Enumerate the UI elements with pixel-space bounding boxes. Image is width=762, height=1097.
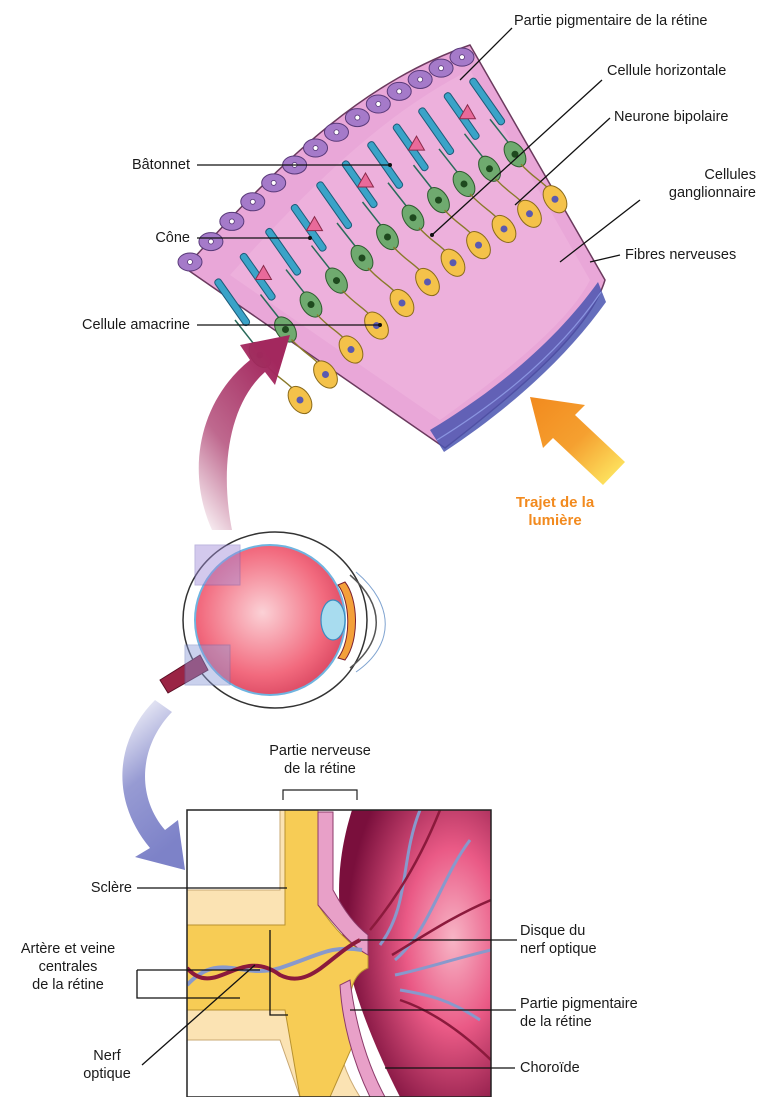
label-light-path: Trajet de la lumière [480,494,630,530]
pigment-cell [387,82,411,100]
pigment-cell [178,253,202,271]
label-cone: Cône [80,229,190,247]
pigment-cell [199,233,223,251]
label-optic-disc: Disque du nerf optique [520,922,597,958]
label-horizontal-cell: Cellule horizontale [607,62,726,80]
nucleus [552,196,559,203]
nucleus [322,371,329,378]
nucleus [282,326,289,333]
nucleus [384,234,391,241]
pigment-cell [345,109,369,127]
label-choroid: Choroïde [520,1059,580,1077]
label-sclera: Sclère [60,879,132,897]
pigment-cell [429,59,453,77]
pigment-cell [450,48,474,66]
nucleus [450,259,457,266]
nucleus [297,397,304,404]
nucleus [348,346,355,353]
nucleus [308,301,315,308]
neural-retina-bracket [283,790,357,800]
nucleus [461,180,468,187]
label-neural-retina: Partie nerveuse de la rétine [245,742,395,778]
label-pigment-top: Partie pigmentaire de la rétine [514,12,707,30]
nucleus [475,242,482,249]
pigment-cell [304,139,328,157]
pigment-cell [241,193,265,211]
nucleus [410,214,417,221]
label-nerve-fibers: Fibres nerveuses [625,246,736,264]
eyeball [160,532,385,708]
arrow-to-retina [199,335,290,530]
label-bipolar-neuron: Neurone bipolaire [614,108,728,126]
label-ganglion-cells: Cellules ganglionnaire [630,166,756,202]
label-amacrine-cell: Cellule amacrine [40,316,190,334]
nucleus [486,165,493,172]
nucleus [526,210,533,217]
pigment-cell [366,95,390,113]
pigment-cell [262,174,286,192]
pigment-cell [324,123,348,141]
light-path-arrow [530,397,625,485]
label-optic-nerve: Nerf optique [72,1047,142,1083]
label-central-vessels: Artère et veine centrales de la rétine [2,940,134,994]
nucleus [501,225,508,232]
pigment-cell [220,212,244,230]
label-rod: Bâtonnet [80,156,190,174]
nucleus [424,279,431,286]
nucleus [333,277,340,284]
optic-disc-section [187,810,491,1097]
arrow-to-optic-disc [122,700,185,870]
nucleus [399,299,406,306]
nucleus [435,197,442,204]
nucleus [359,254,366,261]
pigment-cell [408,70,432,88]
label-pigment-bottom: Partie pigmentaire de la rétine [520,995,638,1031]
